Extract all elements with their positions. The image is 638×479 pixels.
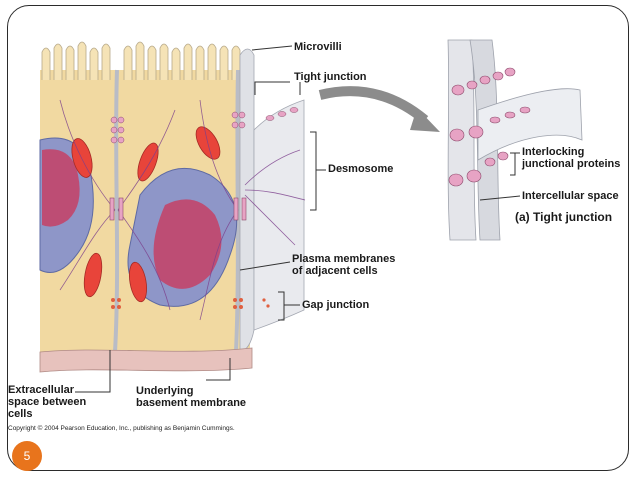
desmosome-plaques (109, 197, 247, 221)
label-intercellular-space: Intercellular space (522, 190, 619, 202)
zoom-arrow (318, 86, 429, 124)
inset-title: (a) Tight junction (515, 210, 613, 224)
zoom-arrowhead (410, 108, 440, 132)
copyright-notice: Copyright © 2004 Pearson Education, Inc.… (8, 425, 235, 432)
label-plasma-membranes: Plasma membranes of adjacent cells (292, 253, 396, 277)
label-microvilli: Microvilli (294, 41, 342, 53)
gap-junction-dots (111, 298, 270, 309)
label-desmosome: Desmosome (328, 163, 394, 175)
microvilli-shapes (41, 41, 241, 80)
label-interlocking-proteins: Interlocking junctional proteins (522, 146, 621, 170)
label-basement-membrane: Underlying basement membrane (136, 385, 247, 409)
label-gap-junction: Gap junction (302, 299, 370, 311)
page-number-badge: 5 (12, 441, 42, 471)
membrane-cutaway (253, 99, 305, 331)
desmosome-filaments (59, 99, 306, 321)
epithelial-cells (39, 41, 306, 373)
leader-lines (75, 45, 521, 393)
basement-membrane-band (39, 347, 253, 373)
nucleus-right (127, 167, 238, 307)
label-extracellular-space: Extracellular space between cells (8, 384, 87, 420)
tight-junction-beads (110, 107, 299, 144)
label-tight-junction: Tight junction (294, 71, 367, 83)
tight-junction-inset (447, 39, 583, 241)
